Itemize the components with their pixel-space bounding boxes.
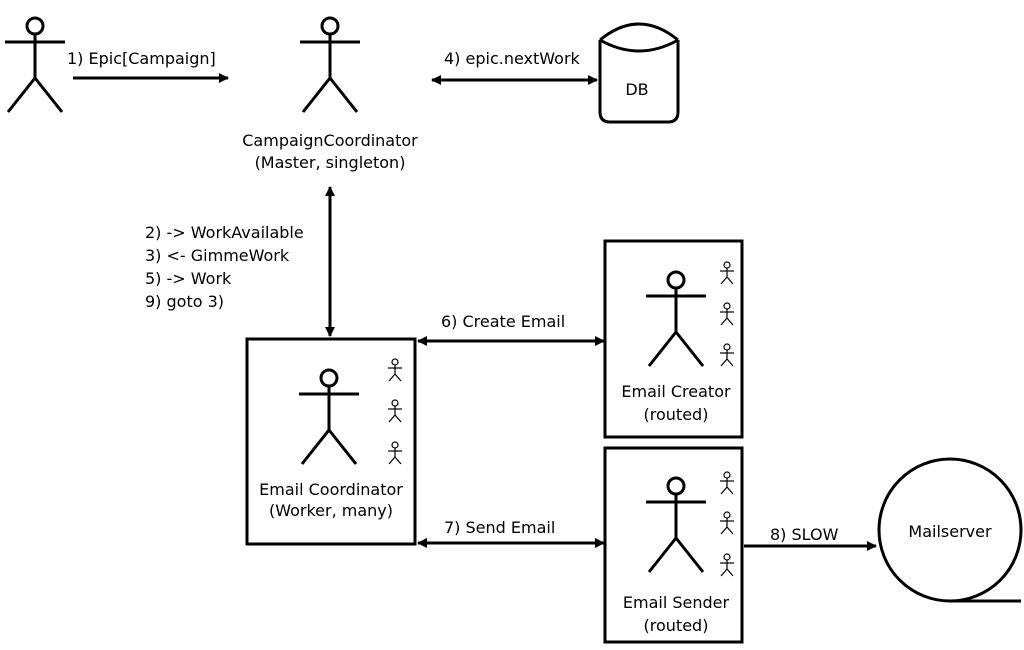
email-sender-box	[603, 446, 744, 644]
campaign-coordinator-subtitle: (Master, singleton)	[255, 153, 406, 172]
email-coordinator-box	[245, 337, 417, 546]
label-step6: 6) Create Email	[441, 312, 565, 331]
label-step4: 4) epic.nextWork	[444, 49, 581, 68]
database-icon	[598, 22, 680, 124]
message-4: 9) goto 3)	[145, 292, 224, 311]
label-step1: 1) Epic[Campaign]	[67, 49, 216, 68]
message-3: 5) -> Work	[145, 269, 232, 288]
message-2: 3) <- GimmeWork	[145, 246, 290, 265]
email-coordinator-subtitle: (Worker, many)	[269, 501, 393, 520]
label-step8: 8) SLOW	[770, 525, 839, 544]
email-creator-subtitle: (routed)	[644, 405, 709, 424]
email-sender-title: Email Sender	[623, 593, 730, 612]
mailserver-label: Mailserver	[908, 522, 992, 541]
email-creator-title: Email Creator	[621, 382, 731, 401]
email-coordinator-title: Email Coordinator	[259, 480, 403, 499]
message-1: 2) -> WorkAvailable	[145, 223, 304, 242]
label-step7: 7) Send Email	[444, 518, 555, 537]
campaign-coordinator-title: CampaignCoordinator	[242, 131, 418, 150]
mailserver-icon	[877, 457, 1023, 603]
user-actor-icon	[3, 16, 67, 114]
campaign-coordinator-actor-icon	[298, 16, 362, 114]
email-sender-subtitle: (routed)	[644, 616, 709, 635]
database-label: DB	[625, 80, 648, 99]
